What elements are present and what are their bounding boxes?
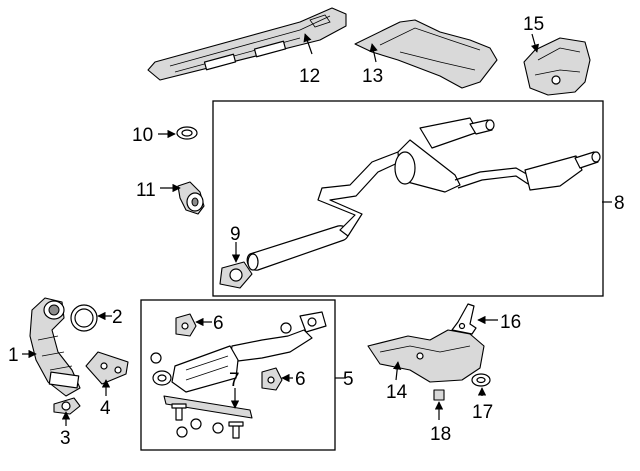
hanger-part-6-upper bbox=[175, 313, 197, 337]
callout-17: 17 bbox=[472, 402, 493, 423]
hanger-part-6-lower bbox=[261, 367, 283, 391]
callout-18: 18 bbox=[430, 424, 451, 445]
gasket-part-9 bbox=[219, 261, 253, 289]
callout-4: 4 bbox=[100, 398, 111, 419]
front-pipe-assembly-part-5 bbox=[150, 311, 327, 439]
callout-labels: 12 13 15 10 11 9 8 1 2 3 4 6 6 7 5 14 16… bbox=[8, 14, 625, 449]
callout-14: 14 bbox=[386, 382, 408, 403]
heat-shield-part-12 bbox=[147, 7, 347, 81]
gasket-part-3 bbox=[53, 397, 81, 415]
callout-7: 7 bbox=[229, 370, 240, 391]
clip-part-18 bbox=[433, 389, 445, 401]
bracket-part-16 bbox=[451, 303, 477, 335]
callout-16: 16 bbox=[500, 312, 521, 333]
callout-6-upper: 6 bbox=[213, 313, 224, 334]
group-box-8 bbox=[212, 100, 604, 297]
callout-5: 5 bbox=[343, 369, 354, 390]
muffler-assembly-part-8 bbox=[246, 117, 601, 271]
heat-shield-part-14 bbox=[367, 329, 485, 383]
callout-9: 9 bbox=[230, 224, 241, 245]
washer-part-17 bbox=[471, 373, 491, 387]
callout-12: 12 bbox=[299, 66, 320, 87]
callout-3: 3 bbox=[60, 428, 71, 449]
leader-lines bbox=[22, 33, 612, 426]
callout-11: 11 bbox=[136, 180, 156, 201]
callout-6-lower: 6 bbox=[295, 369, 306, 390]
bracket-part-4 bbox=[85, 351, 129, 385]
gasket-part-2 bbox=[70, 304, 98, 332]
heat-shield-part-13 bbox=[354, 19, 498, 89]
converter-part-1 bbox=[29, 297, 81, 397]
callout-8: 8 bbox=[614, 193, 625, 214]
callout-2: 2 bbox=[112, 307, 123, 328]
gasket-part-10 bbox=[176, 126, 198, 140]
callout-10: 10 bbox=[132, 125, 153, 146]
insulator-part-11 bbox=[177, 181, 205, 215]
callout-15: 15 bbox=[523, 14, 544, 35]
callout-1: 1 bbox=[8, 345, 19, 366]
heat-shield-part-15 bbox=[523, 37, 591, 96]
group-box-5 bbox=[140, 299, 336, 451]
callout-13: 13 bbox=[362, 66, 383, 87]
